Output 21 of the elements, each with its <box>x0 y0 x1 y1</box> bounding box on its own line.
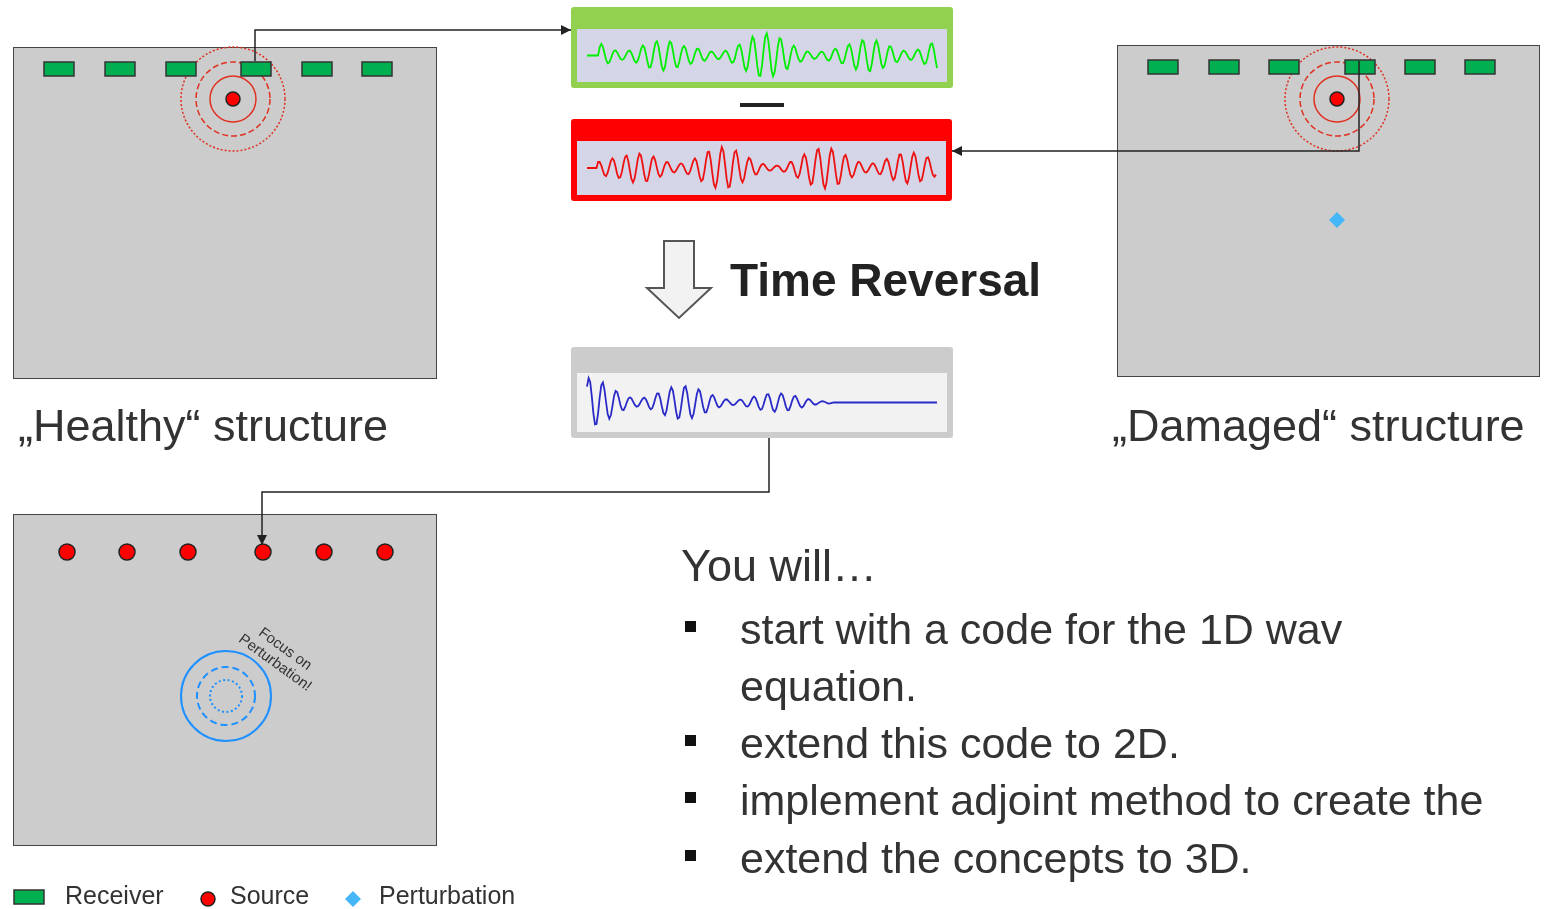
structure-panel <box>13 47 437 379</box>
edge-label: Time Reversal <box>730 253 1042 307</box>
structure-panel <box>1117 45 1540 377</box>
arrow <box>257 437 770 546</box>
intro-text: You will… <box>681 540 877 592</box>
structure-caption: „Healthy“ structure <box>18 400 389 452</box>
arrow <box>254 25 572 62</box>
list-item: start with a code for the 1D wav equation. <box>740 604 1344 712</box>
structure-caption: „Damaged“ structure <box>1112 400 1525 452</box>
legend-label: Receiver <box>65 881 164 909</box>
block-arrow <box>644 240 714 320</box>
legend-label: Perturbation <box>379 881 516 909</box>
legend-label: Source <box>230 881 310 909</box>
list-item: extend the concepts to 3D. <box>740 833 1253 884</box>
list-item: implement adjoint method to create the <box>740 775 1485 826</box>
arrow <box>951 60 1360 156</box>
signal-plot-panel <box>571 7 953 88</box>
signal-plot-panel <box>571 347 953 438</box>
list-item: extend this code to 2D. <box>740 718 1181 769</box>
signal-plot-panel <box>571 119 952 201</box>
structure-panel <box>13 514 437 846</box>
